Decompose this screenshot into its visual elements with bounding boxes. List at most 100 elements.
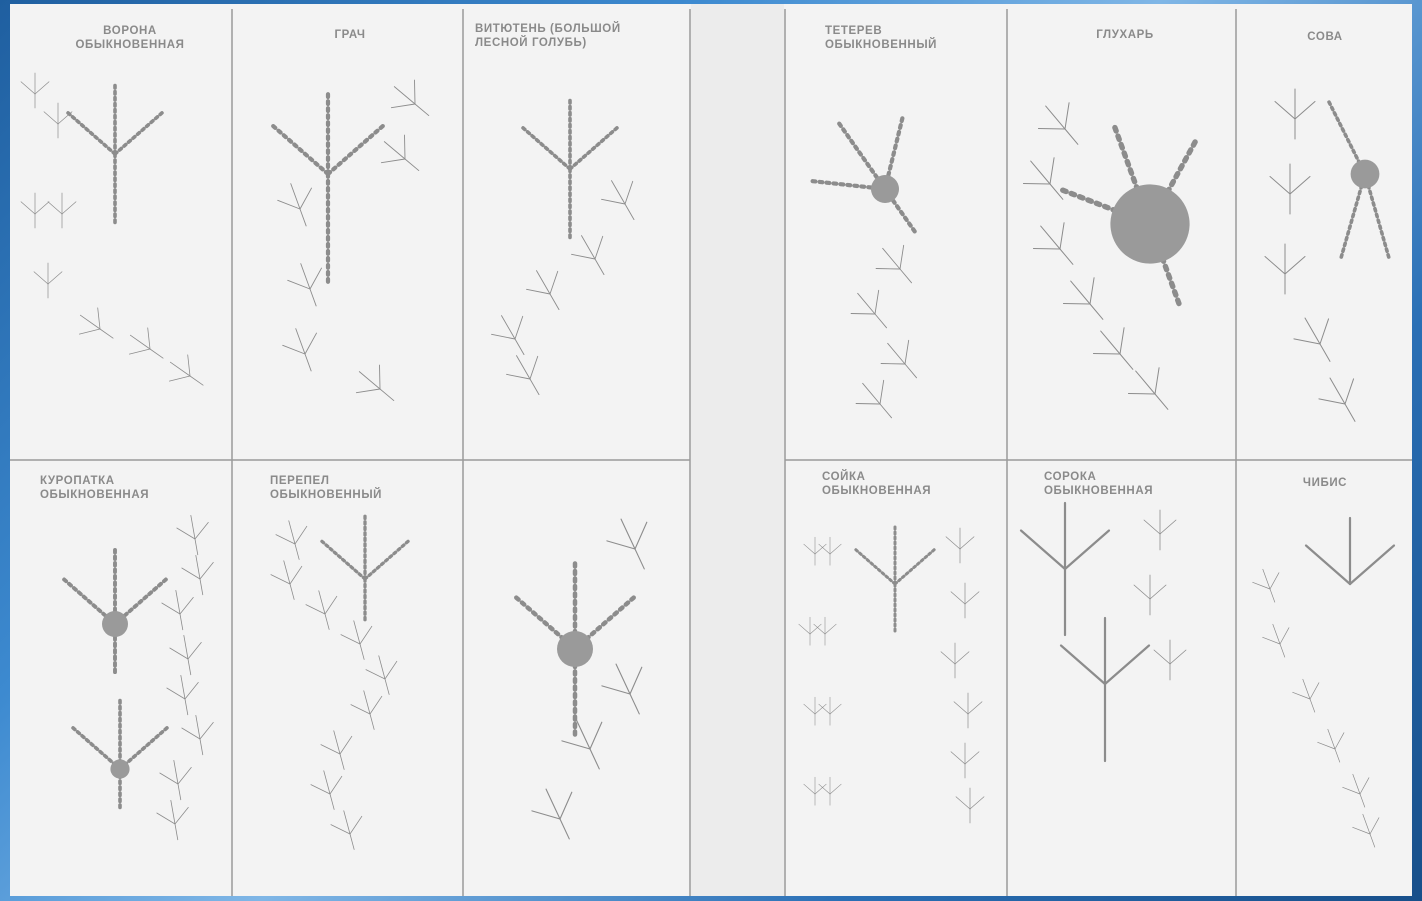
footprint (268, 557, 309, 604)
footprint (168, 633, 206, 678)
footprint (72, 697, 168, 811)
footprint (1085, 318, 1148, 382)
footprint (274, 177, 323, 232)
footprint (956, 788, 984, 823)
label-quail: ПЕРЕПЕЛ ОБЫКНОВЕННЫЙ (270, 474, 460, 502)
footprint (67, 82, 163, 226)
footprint (284, 257, 333, 312)
footprint (1265, 244, 1305, 294)
footprint (501, 347, 555, 404)
footprint (1329, 102, 1389, 258)
bird-tracks-sheet: ВОРОНА ОБЫКНОВЕННАЯ ГРАЧ ВИТЮТЕНЬ (БОЛЬШ… (10, 4, 1412, 896)
footprint (1025, 213, 1088, 277)
footprint (158, 758, 196, 803)
footprint (279, 322, 328, 377)
footprint (596, 655, 659, 723)
center-gap (691, 4, 784, 896)
footprint (21, 73, 49, 108)
footprint (804, 777, 826, 805)
footprint (363, 652, 404, 699)
footprint (819, 697, 841, 725)
footprint (596, 172, 650, 229)
footprint (1120, 358, 1183, 422)
footprint (155, 798, 193, 843)
footprint (272, 90, 384, 286)
footprint (1021, 503, 1109, 635)
footprint (849, 372, 906, 430)
footprint (161, 349, 212, 398)
footprint (951, 743, 979, 778)
footprint (21, 193, 49, 228)
footprint (515, 559, 635, 739)
footprint (869, 237, 926, 295)
footprint (814, 617, 836, 645)
footprint (951, 583, 979, 618)
footprint (1154, 640, 1186, 680)
label-magpie: СОРОКА ОБЫКНОВЕННАЯ (1044, 470, 1234, 498)
footprint (1030, 93, 1093, 157)
footprint (121, 322, 172, 371)
footprint (1055, 268, 1118, 332)
footprint (804, 537, 826, 565)
footprint (1315, 724, 1353, 766)
footprint (273, 517, 314, 564)
footprint (71, 302, 122, 351)
footprint (804, 697, 826, 725)
footprint (946, 528, 974, 563)
footprint (373, 128, 431, 185)
footprint (486, 307, 540, 364)
footprint (44, 103, 72, 138)
footprint (1306, 518, 1394, 584)
footprint (63, 546, 167, 676)
label-crow: ВОРОНА ОБЫКНОВЕННАЯ (30, 24, 230, 52)
label-rook: ГРАЧ (250, 28, 450, 42)
label-owl: СОВА (1250, 30, 1400, 44)
footprint (601, 510, 664, 578)
footprint (799, 617, 821, 645)
label-blackgrouse: ТЕТЕРЕВ ОБЫКНОВЕННЫЙ (825, 24, 1005, 52)
footprint (175, 513, 213, 558)
footprint (348, 687, 389, 734)
footprint (321, 513, 409, 623)
footprint (1260, 619, 1298, 661)
footprint (180, 553, 218, 598)
footprint (1350, 809, 1388, 851)
footprint (328, 807, 369, 854)
tracks-drawing (10, 4, 1412, 896)
label-partridge: КУРОПАТКА ОБЫКНОВЕННАЯ (40, 474, 230, 502)
footprint (819, 777, 841, 805)
label-lapwing: ЧИБИС (1250, 476, 1400, 490)
footprint (941, 643, 969, 678)
footprint (303, 587, 344, 634)
footprint (522, 97, 618, 241)
footprint (526, 780, 589, 848)
footprint (338, 617, 379, 664)
label-jay: СОЙКА ОБЫКНОВЕННАЯ (822, 470, 1002, 498)
footprint (1144, 510, 1176, 550)
footprint (1134, 575, 1166, 615)
footprint (566, 227, 620, 284)
footprint (34, 263, 62, 298)
footprint (1313, 368, 1373, 431)
label-woodpigeon: ВИТЮТЕНЬ (БОЛЬШОЙ ЛЕСНОЙ ГОЛУБЬ) (475, 22, 690, 50)
footprint (1045, 98, 1248, 333)
footprint (791, 88, 963, 267)
footprint (180, 713, 218, 758)
footprint (160, 588, 198, 633)
footprint (1290, 674, 1328, 716)
footprint (819, 537, 841, 565)
footprint (556, 710, 619, 778)
footprint (1250, 564, 1288, 606)
footprint (844, 282, 901, 340)
footprint (855, 524, 935, 634)
label-capercaillie: ГЛУХАРЬ (1020, 28, 1230, 42)
footprint (1288, 308, 1348, 371)
footprint (1015, 148, 1078, 212)
footprint (318, 727, 359, 774)
footprint (348, 358, 406, 415)
footprint (1270, 164, 1310, 214)
footprint (1275, 89, 1315, 139)
footprint (383, 73, 441, 130)
footprint (1340, 769, 1378, 811)
footprint (1061, 618, 1149, 761)
